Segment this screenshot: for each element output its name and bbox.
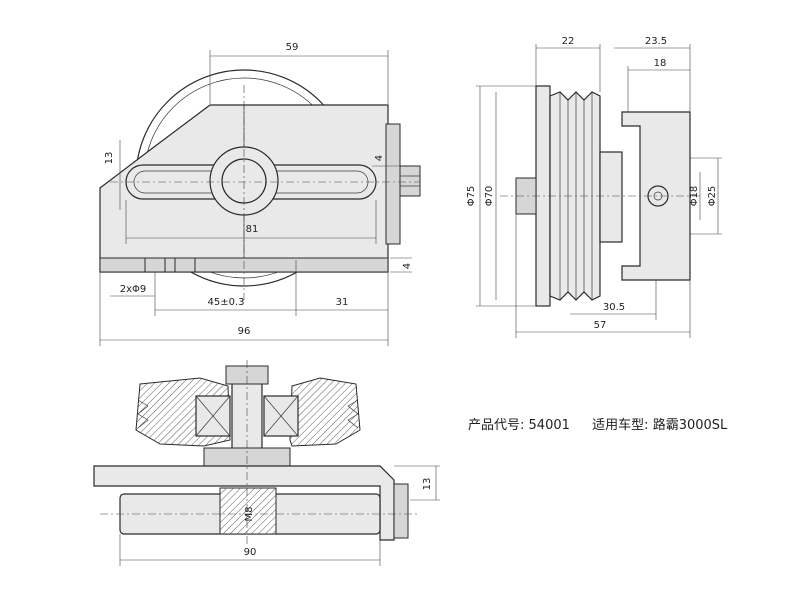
dim-dia-18: Φ18 bbox=[689, 186, 700, 207]
pulley-section-right bbox=[289, 377, 361, 447]
dim-holes: 2xΦ9 bbox=[120, 284, 147, 295]
product-code-value: 54001 bbox=[528, 418, 570, 433]
side-flange bbox=[385, 123, 401, 245]
dim-57: 57 bbox=[594, 320, 607, 331]
vehicle-value: 路霸3000SL bbox=[652, 418, 728, 433]
dim-13-section: 13 bbox=[422, 478, 433, 491]
dim-81: 81 bbox=[246, 224, 259, 235]
dim-18: 18 bbox=[654, 58, 667, 69]
dim-4-plate: 4 bbox=[402, 263, 413, 269]
dim-dia-25: Φ25 bbox=[707, 186, 718, 207]
dim-96: 96 bbox=[238, 326, 251, 337]
threaded-block bbox=[219, 487, 277, 535]
dim-dia-75: Φ75 bbox=[466, 186, 477, 207]
dim-hole-spacing: 45±0.3 bbox=[207, 297, 244, 308]
vehicle-label: 适用车型: bbox=[592, 418, 649, 433]
section-bolt-head bbox=[393, 483, 409, 539]
dim-31: 31 bbox=[336, 297, 349, 308]
dim-90: 90 bbox=[244, 547, 257, 558]
product-caption: 产品代号: 54001 适用车型: 路霸3000SL bbox=[468, 414, 727, 433]
dim-30-5: 30.5 bbox=[603, 302, 625, 313]
section-view: 13 M8 90 bbox=[93, 360, 440, 566]
dim-23-5: 23.5 bbox=[645, 36, 667, 47]
dim-4-bolt: 4 bbox=[374, 155, 385, 161]
dim-59: 59 bbox=[286, 42, 299, 53]
dim-dia-70: Φ70 bbox=[484, 186, 495, 207]
side-view: 22 23.5 18 Φ75 Φ70 Φ18 Φ25 30.5 57 bbox=[466, 36, 722, 338]
dim-13-front: 13 bbox=[104, 152, 115, 165]
bolt-head bbox=[399, 165, 421, 197]
dim-m8: M8 bbox=[244, 507, 255, 522]
section-base-plate bbox=[93, 465, 395, 541]
pulley-hub bbox=[599, 151, 623, 243]
dim-22: 22 bbox=[562, 36, 575, 47]
product-code-label: 产品代号: bbox=[468, 418, 525, 433]
front-view: 59 13 4 81 4 2xΦ9 45±0.3 31 96 bbox=[99, 42, 421, 346]
